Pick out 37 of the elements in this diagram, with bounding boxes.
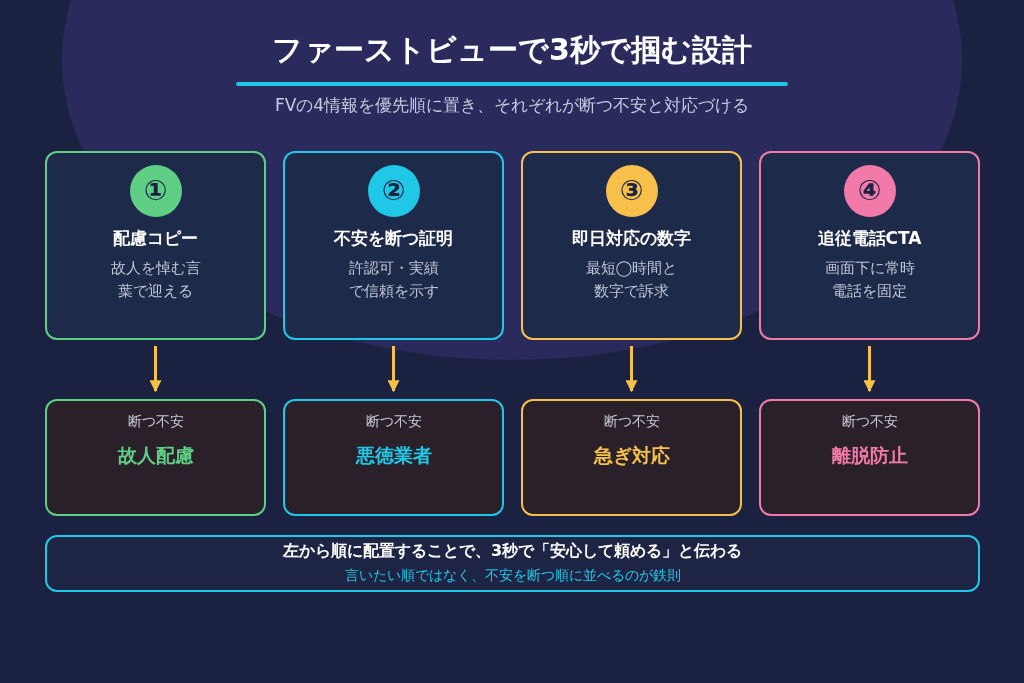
arrow	[149, 346, 162, 393]
anxiety-card	[521, 399, 742, 516]
card-caption: 断つ不安	[840, 413, 899, 431]
arrow	[625, 346, 638, 393]
summary-banner	[45, 535, 980, 592]
anxiety-label: 急ぎ対応	[592, 443, 671, 468]
summary-text: 左から順に配置することで、3秒で「安心して頼める」と伝わる	[281, 541, 744, 562]
card-caption: 断つ不安	[602, 413, 661, 431]
number-badge: ②	[367, 165, 420, 217]
card-caption: 断つ不安	[364, 413, 423, 431]
anxiety-card	[283, 399, 504, 516]
anxiety-label: 離脱防止	[830, 443, 909, 468]
arrow	[387, 346, 400, 393]
title: ファーストビューで3秒で掴む設計	[272, 32, 752, 67]
feature-card	[759, 151, 980, 340]
card-description: 最短◯時間と数字で訴求	[585, 258, 678, 302]
anxiety-card	[759, 399, 980, 516]
card-caption: 断つ不安	[126, 413, 185, 431]
card-heading: 配慮コピー	[112, 227, 199, 250]
card-description: 画面下に常時電話を固定	[823, 258, 916, 302]
number-badge: ①	[129, 165, 182, 217]
feature-card	[283, 151, 504, 340]
arrow	[863, 346, 876, 393]
number-badge: ③	[605, 165, 658, 217]
feature-card	[45, 151, 266, 340]
subtitle: FVの4情報を優先順に置き、それぞれが断つ不安と対応づける	[274, 95, 750, 115]
card-heading: 不安を断つ証明	[333, 227, 454, 250]
anxiety-label: 故人配慮	[116, 443, 195, 468]
anxiety-card	[45, 399, 266, 516]
card-heading: 即日対応の数字	[571, 227, 692, 250]
number-badge: ④	[843, 165, 896, 217]
anxiety-label: 悪徳業者	[354, 443, 433, 468]
summary-note: 言いたい順ではなく、不安を断つ順に並べるのが鉄則	[343, 567, 682, 585]
card-description: 故人を悼む言葉で迎える	[109, 258, 202, 302]
card-heading: 追従電話CTA	[816, 227, 923, 250]
card-description: 許認可・実績で信頼を示す	[347, 258, 440, 302]
feature-card	[521, 151, 742, 340]
